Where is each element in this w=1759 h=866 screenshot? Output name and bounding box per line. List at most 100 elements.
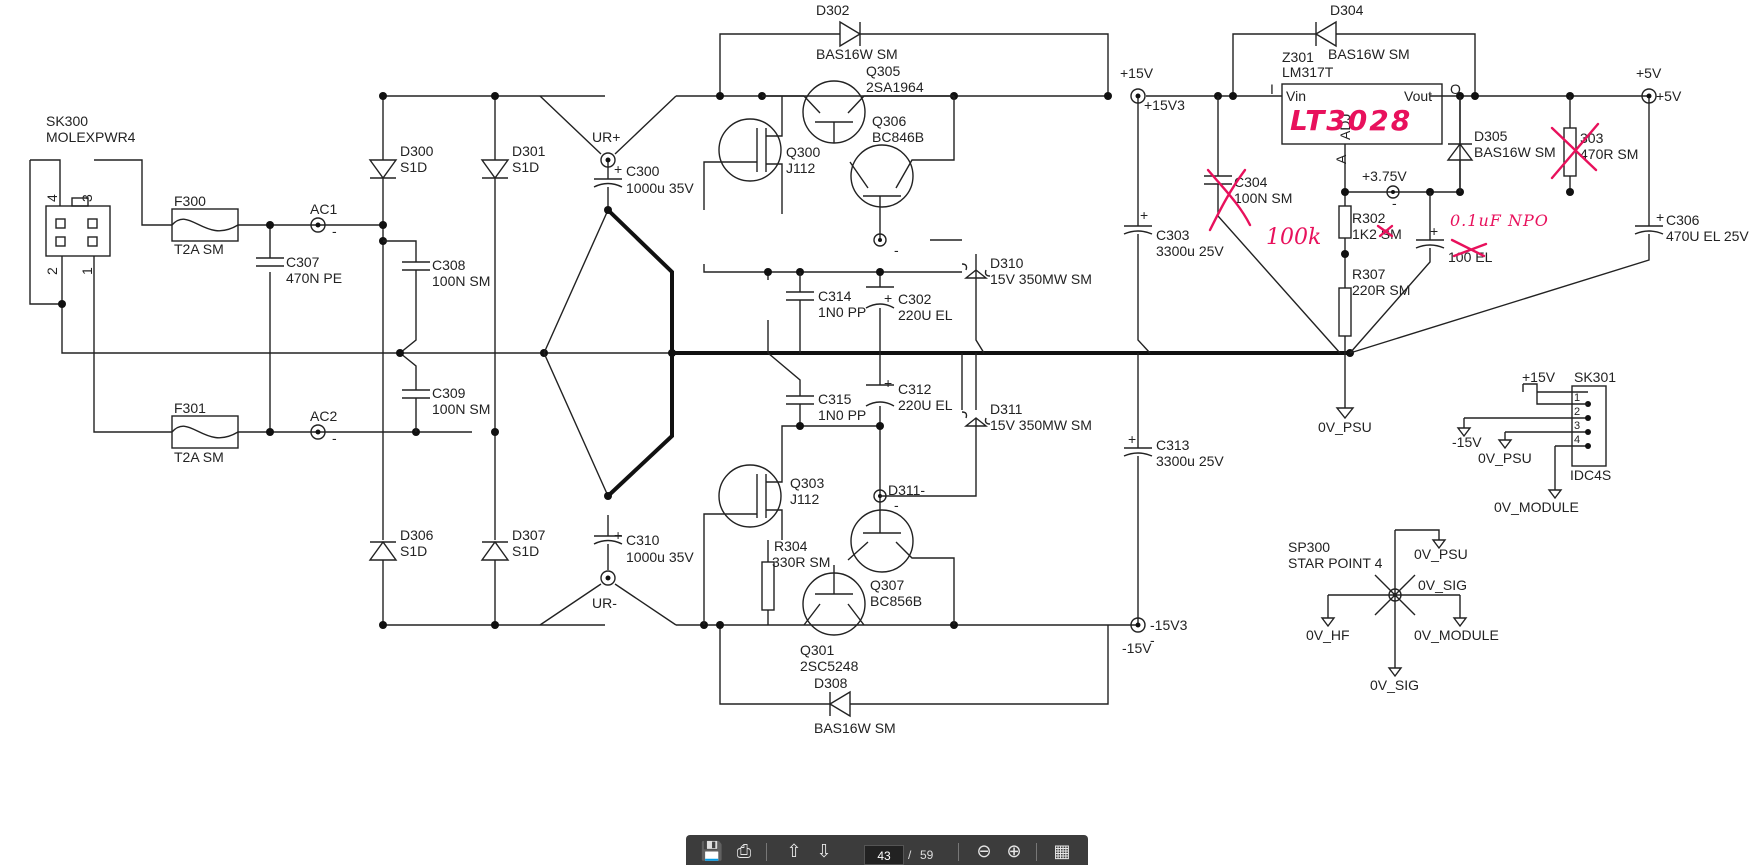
capacitor-c309 xyxy=(402,389,430,399)
sk301-0vmod-label: 0V_MODULE xyxy=(1494,499,1579,515)
z301-pin-a: A xyxy=(1333,154,1349,164)
note-c305-value: 0.1uF NPO xyxy=(1450,211,1549,230)
polarity-mark: - xyxy=(1392,195,1397,211)
d308-value: BAS16W SM xyxy=(814,720,896,736)
z301-vin: Vin xyxy=(1286,88,1306,104)
d302-ref: D302 xyxy=(816,2,850,18)
c310-value: 1000u 35V xyxy=(626,549,694,565)
diode-d302 xyxy=(839,20,862,48)
jfet-q300 xyxy=(703,96,783,214)
c315-value: 1N0 PP xyxy=(818,407,866,423)
f301-ref: F301 xyxy=(174,400,206,416)
note-regulator-replacement: LT3028 xyxy=(1290,104,1412,137)
sk301-connector xyxy=(1456,383,1607,500)
polarity-mark: + xyxy=(884,290,892,306)
c303-value: 3300u 25V xyxy=(1156,243,1224,259)
polarity-mark: - xyxy=(894,497,899,513)
d310-value: 15V 350MW SM xyxy=(990,271,1092,287)
z301-ref: Z301 xyxy=(1282,49,1314,65)
c315-ref: C315 xyxy=(818,391,852,407)
z301-value: LM317T xyxy=(1282,64,1334,80)
polarity-mark: - xyxy=(332,430,337,446)
ur-plus-label: UR+ xyxy=(592,129,620,145)
ov-psu-label: 0V_PSU xyxy=(1318,419,1372,435)
resistor-r304 xyxy=(761,561,775,611)
c312-value: 220U EL xyxy=(898,397,953,413)
polarity-mark: 3 xyxy=(1574,420,1580,432)
toolbar-divider xyxy=(1036,843,1037,861)
sk300-connector xyxy=(29,159,400,433)
q301-ref: Q301 xyxy=(800,642,834,658)
c303-ref: C303 xyxy=(1156,227,1190,243)
diode-d301 xyxy=(480,159,510,180)
fit-page-icon[interactable]: ▦ xyxy=(1053,841,1071,862)
sk300-pin3: 3 xyxy=(79,194,95,202)
r307-value: 220R SM xyxy=(1352,282,1410,298)
c312-ref: C312 xyxy=(898,381,932,397)
sk301-p15-label: +15V xyxy=(1522,369,1556,385)
sp-0vsig-bottom: 0V_SIG xyxy=(1370,677,1419,693)
c309-value: 100N SM xyxy=(432,401,490,417)
diode-d306 xyxy=(368,540,398,561)
q305-ref: Q305 xyxy=(866,63,900,79)
p15v3-label: +15V3 xyxy=(1144,97,1185,113)
zoom-out-icon[interactable]: ⊖ xyxy=(976,841,992,862)
d311-net-label: D311- xyxy=(888,482,925,498)
capacitor-c305 xyxy=(1415,239,1445,249)
capacitor-c304 xyxy=(1204,175,1232,185)
polarity-mark: 2 xyxy=(1574,406,1580,418)
r304-value: 330R SM xyxy=(772,554,830,570)
sk300-type: MOLEXPWR4 xyxy=(46,129,136,145)
q307-ref: Q307 xyxy=(870,577,904,593)
d306-ref: D306 xyxy=(400,527,434,543)
sp300-value: STAR POINT 4 xyxy=(1288,555,1383,571)
save-icon[interactable]: 💾 xyxy=(700,841,724,862)
q303-ref: Q303 xyxy=(790,475,824,491)
diode-d308 xyxy=(828,690,851,718)
c314-value: 1N0 PP xyxy=(818,304,866,320)
print-icon[interactable]: ⎙ xyxy=(736,841,752,862)
sp-0vhf-label: 0V_HF xyxy=(1306,627,1350,643)
polarity-mark: - xyxy=(332,223,337,239)
r302-value: 1K2 SM xyxy=(1352,226,1402,242)
c306-ref: C306 xyxy=(1666,212,1700,228)
zener-d310 xyxy=(961,254,991,354)
polarity-mark: + xyxy=(1656,209,1664,225)
d308-ref: D308 xyxy=(814,675,848,691)
sk300-pin1: 1 xyxy=(79,267,95,275)
c313-value: 3300u 25V xyxy=(1156,453,1224,469)
diode-d300 xyxy=(368,159,398,180)
note-r302-value: 100k xyxy=(1266,225,1321,250)
transistor-q301 xyxy=(802,565,866,636)
page-down-icon[interactable]: ⇩ xyxy=(816,841,832,862)
d305-value: BAS16W SM xyxy=(1474,144,1556,160)
transistor-q306 xyxy=(849,96,955,230)
c300-ref: C300 xyxy=(626,163,660,179)
d300-value: S1D xyxy=(400,159,427,175)
polarity-mark: 1 xyxy=(1574,392,1580,404)
q305-value: 2SA1964 xyxy=(866,79,924,95)
f300-value: T2A SM xyxy=(174,241,224,257)
c300-value: 1000u 35V xyxy=(626,180,694,196)
ac1-label: AC1 xyxy=(310,201,337,217)
page-number-input[interactable]: 43 xyxy=(864,845,904,865)
zoom-in-icon[interactable]: ⊕ xyxy=(1006,841,1022,862)
polarity-mark: + xyxy=(614,527,622,543)
m15v3-label: -15V3 xyxy=(1150,617,1188,633)
sk301-0vpsu-label: 0V_PSU xyxy=(1478,450,1532,466)
q307-value: BC856B xyxy=(870,593,922,609)
page-up-icon[interactable]: ⇧ xyxy=(786,841,802,862)
q300-ref: Q300 xyxy=(786,144,820,160)
regulator-z301 xyxy=(1281,83,1443,145)
page-separator: / xyxy=(908,848,912,862)
c308-ref: C308 xyxy=(432,257,466,273)
polarity-mark: - xyxy=(1150,632,1155,648)
r303-ref-partial: 303 xyxy=(1580,130,1604,146)
capacitor-c300 xyxy=(593,178,623,188)
q306-ref: Q306 xyxy=(872,113,906,129)
handwritten-markup xyxy=(1206,122,1600,258)
polarity-mark: + xyxy=(614,161,622,177)
capacitor-c307 xyxy=(256,257,284,267)
sp-0vmodule-label: 0V_MODULE xyxy=(1414,627,1499,643)
